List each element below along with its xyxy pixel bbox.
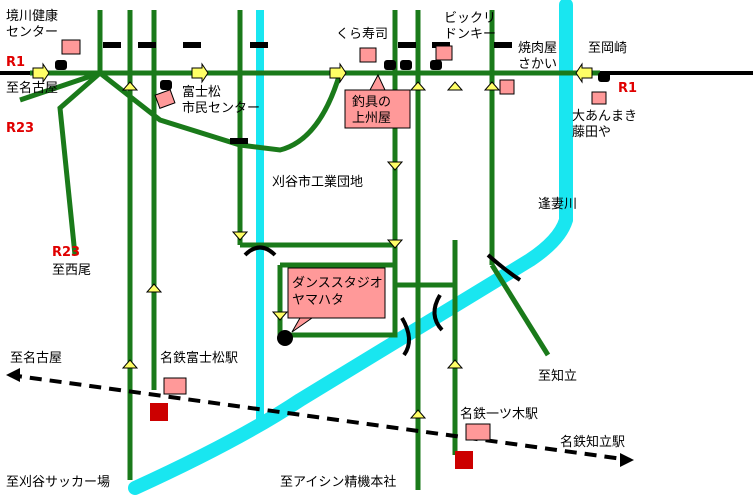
label-kariya-industrial: 刈谷市工業団地: [272, 174, 363, 190]
map-labels: 境川健康 センター R1 至名古屋 R23 R23 至西尾 富士松 市民センター…: [6, 8, 637, 490]
callout-dance-line1: ダンススタジオ: [292, 276, 383, 291]
label-nagoya-dir-2: 至名古屋: [10, 350, 62, 366]
callout-dance-line2: ヤマハタ: [292, 293, 344, 308]
label-r23-left: R23: [6, 121, 34, 136]
label-meitetsu-hitotsugi: 名鉄一ツ木駅: [460, 406, 538, 422]
bridge-marks: [243, 245, 522, 357]
label-r23-south: R23: [52, 245, 80, 260]
river: [128, 0, 573, 495]
label-r1-left: R1: [6, 55, 25, 70]
label-fujimatsu-1: 富士松: [182, 84, 221, 100]
landmark-markers: [61, 39, 607, 441]
traffic-signals: [55, 42, 610, 144]
label-bikkuri-2: ドンキー: [444, 27, 496, 42]
railway: [9, 373, 631, 462]
callout-tsurigu-line1: 釣具の: [352, 94, 391, 110]
label-nagoya-dir: 至名古屋: [6, 80, 58, 96]
callout-dance: ダンススタジオ ヤマハタ: [287, 267, 386, 333]
label-anmaki-2: 藤田や: [572, 125, 611, 140]
label-okazaki-dir: 至岡崎: [588, 41, 627, 56]
label-bikkuri-1: ビックリ: [444, 11, 496, 26]
label-chiryu-dir: 至知立: [538, 368, 577, 384]
label-meitetsu-fujimatsu: 名鉄富士松駅: [160, 350, 238, 366]
label-nishio-dir: 至西尾: [52, 263, 91, 278]
label-anmaki-1: 大あんまき: [572, 109, 637, 124]
label-r1-right: R1: [618, 81, 637, 96]
callout-tsurigu-line2: 上州屋: [352, 111, 391, 126]
label-aizuma-river: 逢妻川: [538, 197, 577, 212]
label-fujimatsu-2: 市民センター: [182, 100, 260, 116]
label-kariya-soccer: 至刈谷サッカー場: [6, 475, 110, 490]
label-yakiniku-2: さかい: [518, 57, 557, 72]
label-meitetsu-chiryu: 名鉄知立駅: [560, 434, 625, 450]
label-sakaigawa-2: センター: [6, 25, 58, 40]
station-icons: [150, 330, 473, 469]
label-sakaigawa-1: 境川健康: [6, 8, 58, 24]
label-yakiniku-1: 焼肉屋: [518, 41, 557, 56]
callout-tsurigu: 釣具の 上州屋: [344, 73, 411, 129]
rail-arrow-left: [6, 368, 20, 382]
label-kura-sushi: くら寿司: [336, 27, 388, 42]
direction-arrows: [32, 62, 593, 419]
label-aisin-hq: 至アイシン精機本社: [280, 474, 396, 490]
rail-arrow-right: [620, 453, 634, 467]
